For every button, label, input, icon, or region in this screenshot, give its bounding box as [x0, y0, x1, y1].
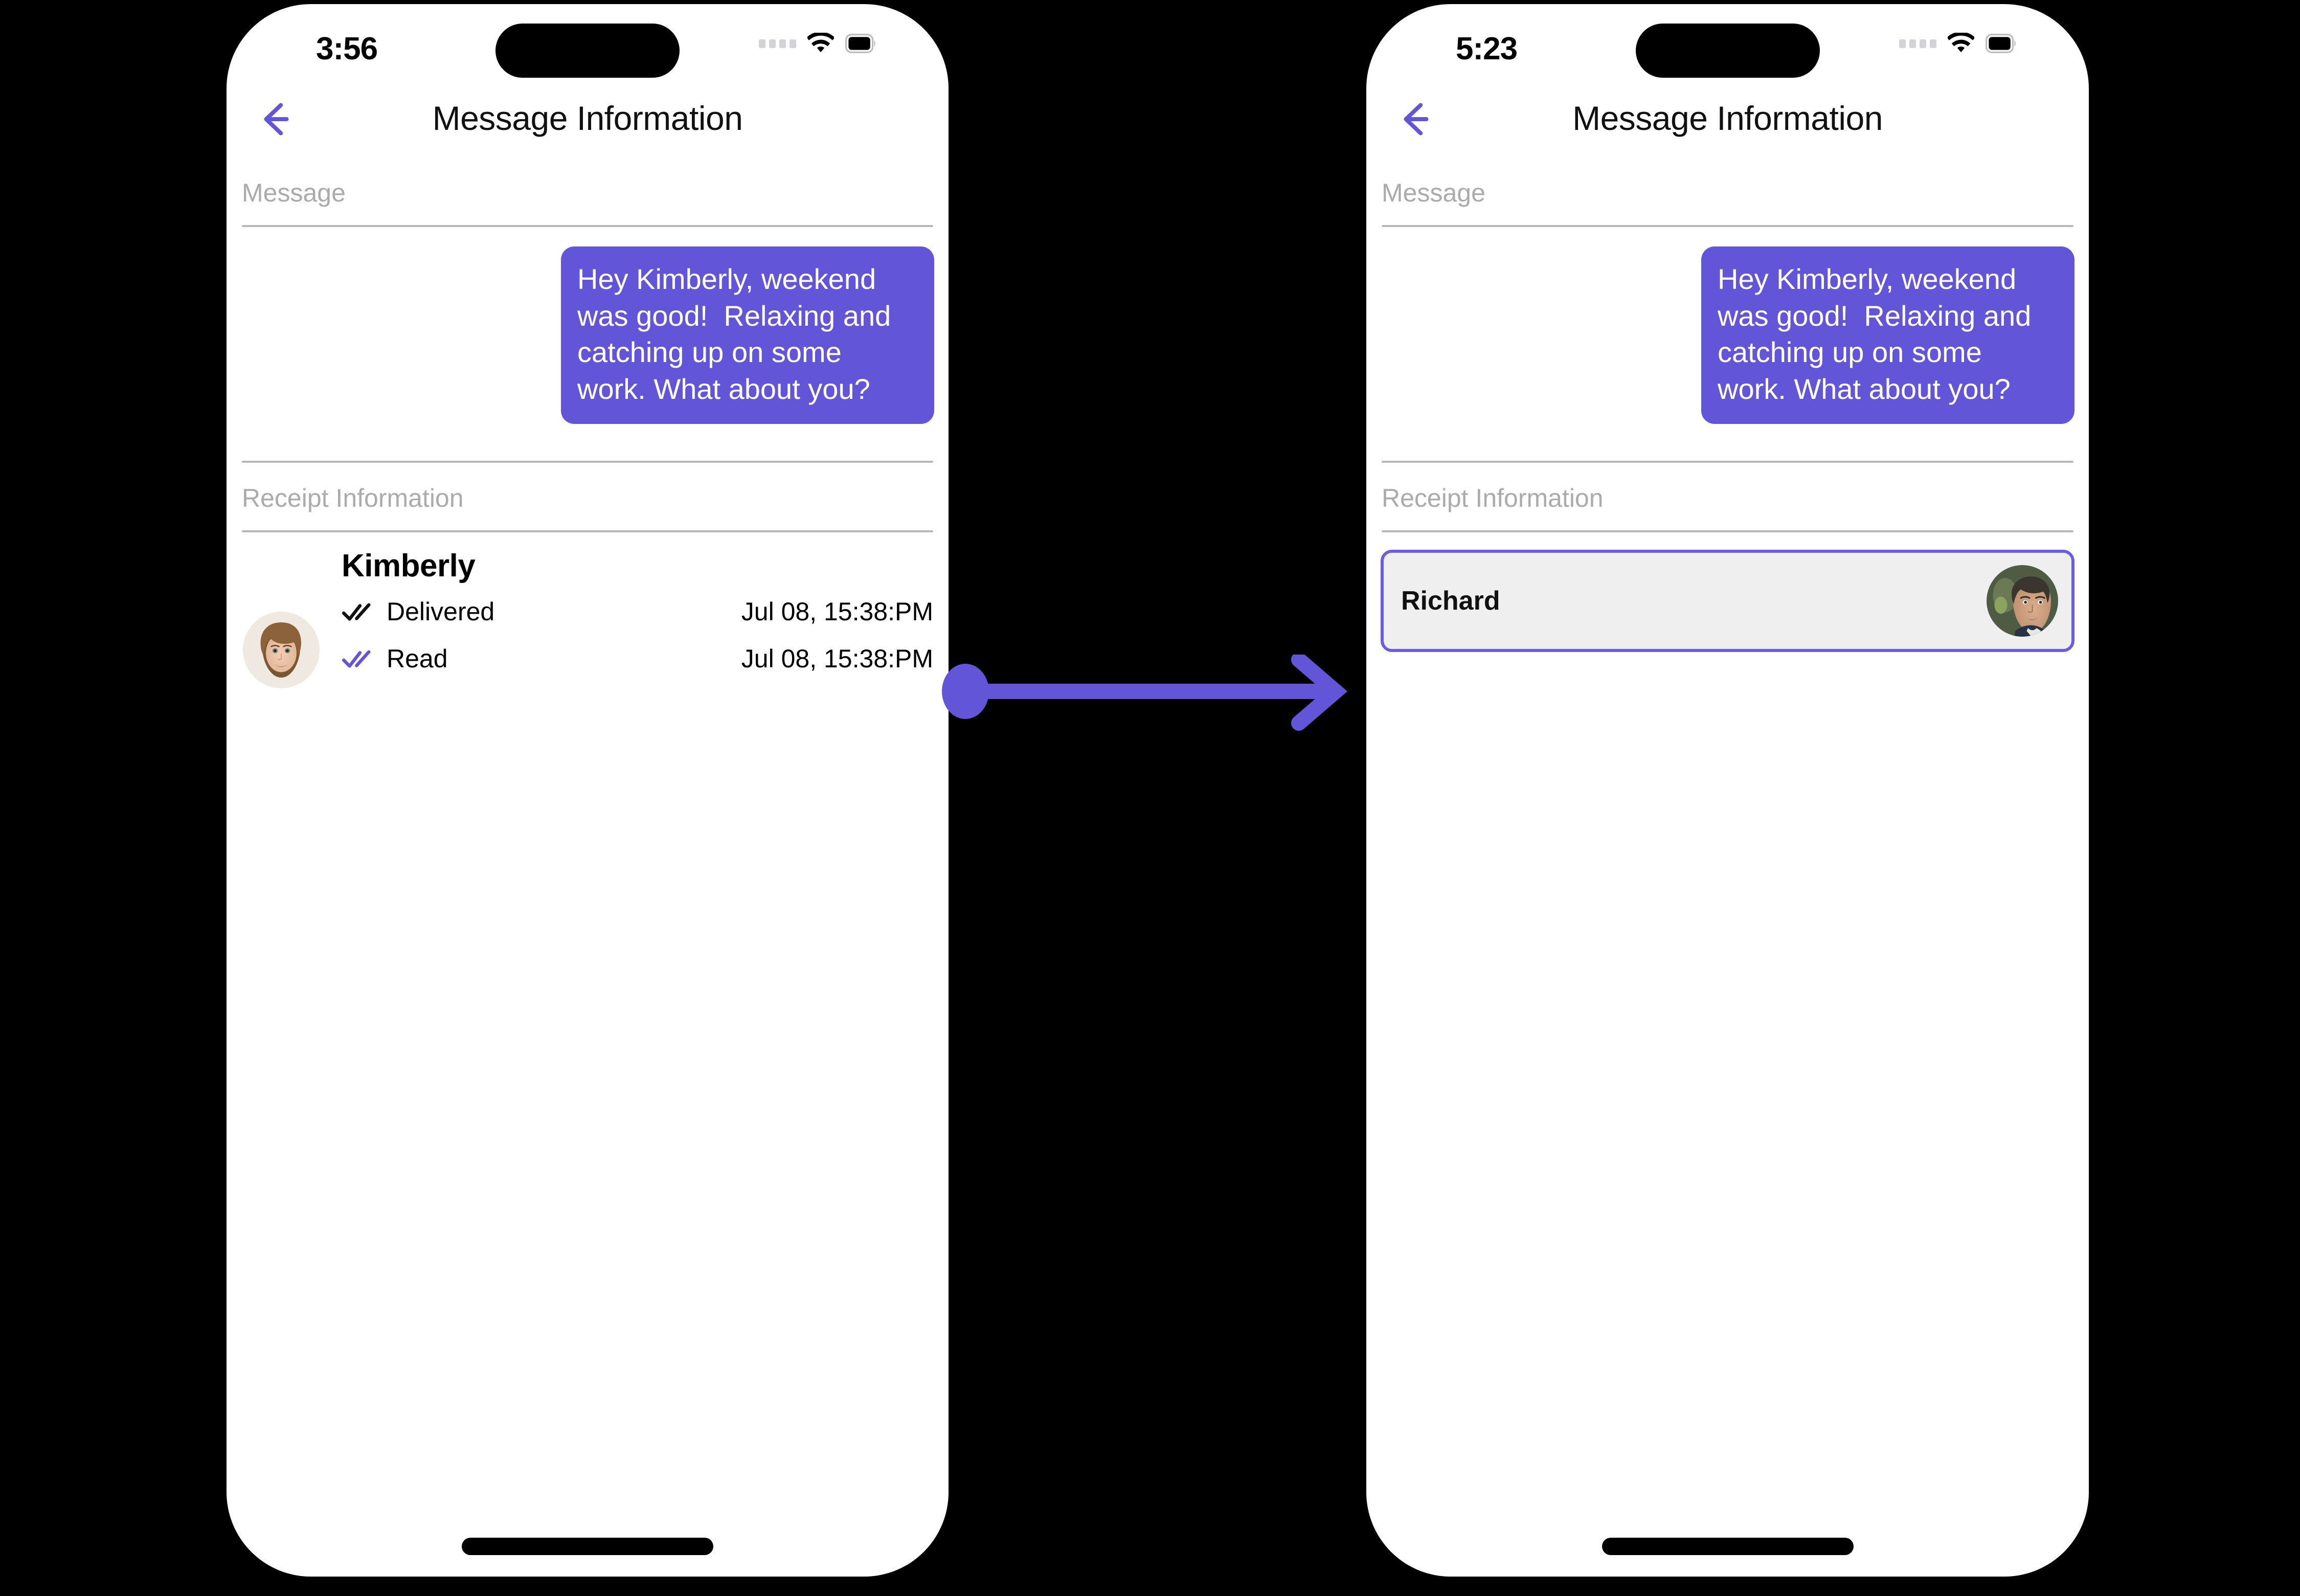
page-title: Message Information — [1572, 99, 1883, 137]
avatar-richard — [1987, 565, 2058, 637]
phone-screen-after: 5:23 Message Information Message Hey Kim… — [1366, 4, 2089, 1577]
wifi-icon — [1948, 33, 1974, 54]
avatar-kimberly — [243, 611, 320, 688]
dynamic-island — [1635, 24, 1820, 78]
status-bar: 5:23 — [1366, 4, 2089, 81]
message-bubble-row: Hey Kimberly, weekend was good! Relaxing… — [227, 227, 949, 424]
receipt-status-label: Read — [387, 644, 448, 673]
signal-dots-icon — [1899, 39, 1936, 48]
nav-bar: Message Information — [227, 81, 949, 158]
dynamic-island — [495, 24, 680, 78]
message-bubble: Hey Kimberly, weekend was good! Relaxing… — [1701, 246, 2074, 424]
section-label-message: Message — [1382, 178, 1485, 207]
flow-connector-arrow — [941, 652, 1370, 757]
section-label-message: Message — [242, 178, 346, 207]
section-label-receipt: Receipt Information — [1382, 483, 1604, 512]
double-check-icon — [342, 598, 373, 625]
message-bubble-row: Hey Kimberly, weekend was good! Relaxing… — [1366, 227, 2089, 424]
signal-dots-icon — [759, 39, 796, 48]
home-indicator — [462, 1538, 713, 1555]
section-divider — [1382, 225, 2073, 227]
spacer — [227, 424, 949, 443]
spacer — [1366, 424, 2089, 443]
receipt-row-delivered: Delivered Jul 08, 15:38:PM — [342, 588, 933, 635]
battery-icon — [845, 34, 877, 53]
nav-bar: Message Information — [1366, 81, 2089, 158]
arrow-right-icon — [942, 652, 1347, 731]
section-label-receipt: Receipt Information — [242, 483, 464, 512]
message-section-divider — [242, 460, 933, 463]
wifi-icon — [807, 33, 834, 54]
status-bar-time: 3:56 — [316, 31, 378, 66]
message-bubble: Hey Kimberly, weekend was good! Relaxing… — [561, 246, 934, 424]
status-bar-indicators — [759, 33, 877, 54]
status-bar-time: 5:23 — [1456, 31, 1518, 66]
selected-contact-name: Richard — [1401, 586, 1500, 616]
section-divider — [242, 225, 933, 227]
home-indicator — [1602, 1538, 1854, 1555]
status-bar: 3:56 — [227, 4, 949, 81]
phone-screen-before: 3:56 Message Information Message Hey Kim… — [227, 4, 949, 1577]
receipt-entry: Kimberly — [227, 532, 949, 706]
receipt-timestamp: Jul 08, 15:38:PM — [741, 644, 933, 673]
receipt-row-read: Read Jul 08, 15:38:PM — [342, 635, 933, 682]
double-check-icon — [342, 645, 373, 672]
selected-contact-card[interactable]: Richard — [1381, 549, 2074, 652]
receipt-status-label: Delivered — [387, 597, 495, 626]
back-arrow-icon[interactable] — [1387, 91, 1443, 147]
status-bar-indicators — [1899, 33, 2017, 54]
receipt-status-rows: Delivered Jul 08, 15:38:PM Read Jul 08, … — [342, 588, 933, 682]
back-arrow-icon[interactable] — [247, 91, 303, 147]
receipt-section-divider — [242, 530, 933, 532]
receipt-section-divider — [1382, 530, 2073, 532]
battery-icon — [1986, 34, 2017, 53]
receipt-contact-name: Kimberly — [342, 548, 476, 583]
receipt-timestamp: Jul 08, 15:38:PM — [741, 597, 933, 626]
page-title: Message Information — [432, 99, 743, 137]
message-section-divider — [1382, 460, 2073, 463]
